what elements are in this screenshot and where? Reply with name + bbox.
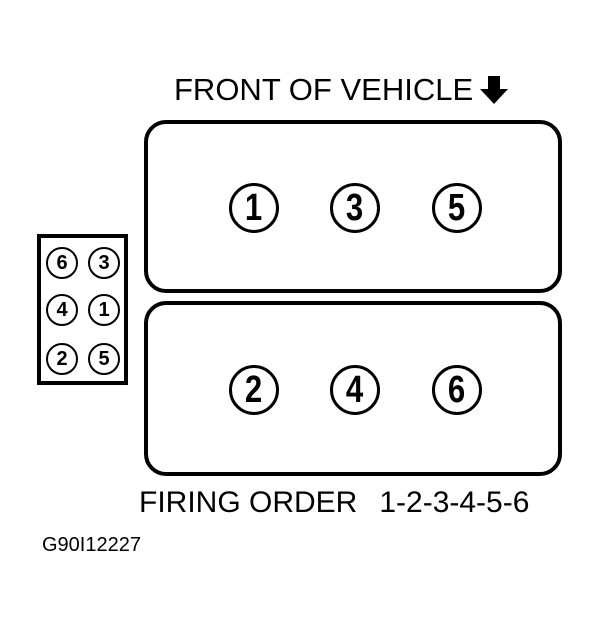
cylinder-3: 3 (330, 183, 380, 233)
cylinder-2-label: 2 (245, 369, 263, 411)
cylinder-4: 4 (330, 365, 380, 415)
cylinder-6-label: 6 (448, 369, 466, 411)
firing-order-sequence: 1-2-3-4-5-6 (379, 486, 530, 519)
terminal-label: 4 (56, 299, 68, 321)
terminal-label: 6 (56, 252, 68, 274)
cylinder-bank-front: 1 3 5 (144, 120, 562, 293)
firing-order-caption: FIRING ORDER 1-2-3-4-5-6 (139, 484, 529, 522)
front-of-vehicle-label: FRONT OF VEHICLE (174, 70, 509, 110)
figure-code: G90I12227 (42, 534, 141, 556)
cylinder-1: 1 (229, 183, 279, 233)
cylinder-bank-rear: 2 4 6 (144, 301, 562, 476)
cylinder-5-label: 5 (448, 187, 466, 229)
front-of-vehicle-text: FRONT OF VEHICLE (174, 72, 474, 107)
distributor-terminal-1: 1 (88, 294, 120, 326)
distributor-terminal-3: 3 (88, 247, 120, 279)
distributor-terminal-6: 6 (46, 247, 78, 279)
down-arrow-icon (480, 76, 509, 104)
cylinder-3-label: 3 (346, 187, 364, 229)
distributor-terminal-4: 4 (46, 294, 78, 326)
cylinder-6: 6 (432, 365, 482, 415)
terminal-label: 3 (98, 252, 110, 274)
cylinder-5: 5 (432, 183, 482, 233)
cylinder-1-label: 1 (245, 187, 263, 229)
cylinder-4-label: 4 (346, 369, 364, 411)
distributor-terminal-2: 2 (46, 343, 78, 375)
distributor-cap: 6 3 4 1 2 5 (37, 234, 128, 385)
terminal-label: 1 (98, 299, 110, 321)
terminal-label: 5 (98, 348, 110, 370)
terminal-label: 2 (56, 348, 68, 370)
firing-order-label: FIRING ORDER (139, 486, 358, 519)
distributor-terminal-5: 5 (88, 343, 120, 375)
cylinder-2: 2 (229, 365, 279, 415)
